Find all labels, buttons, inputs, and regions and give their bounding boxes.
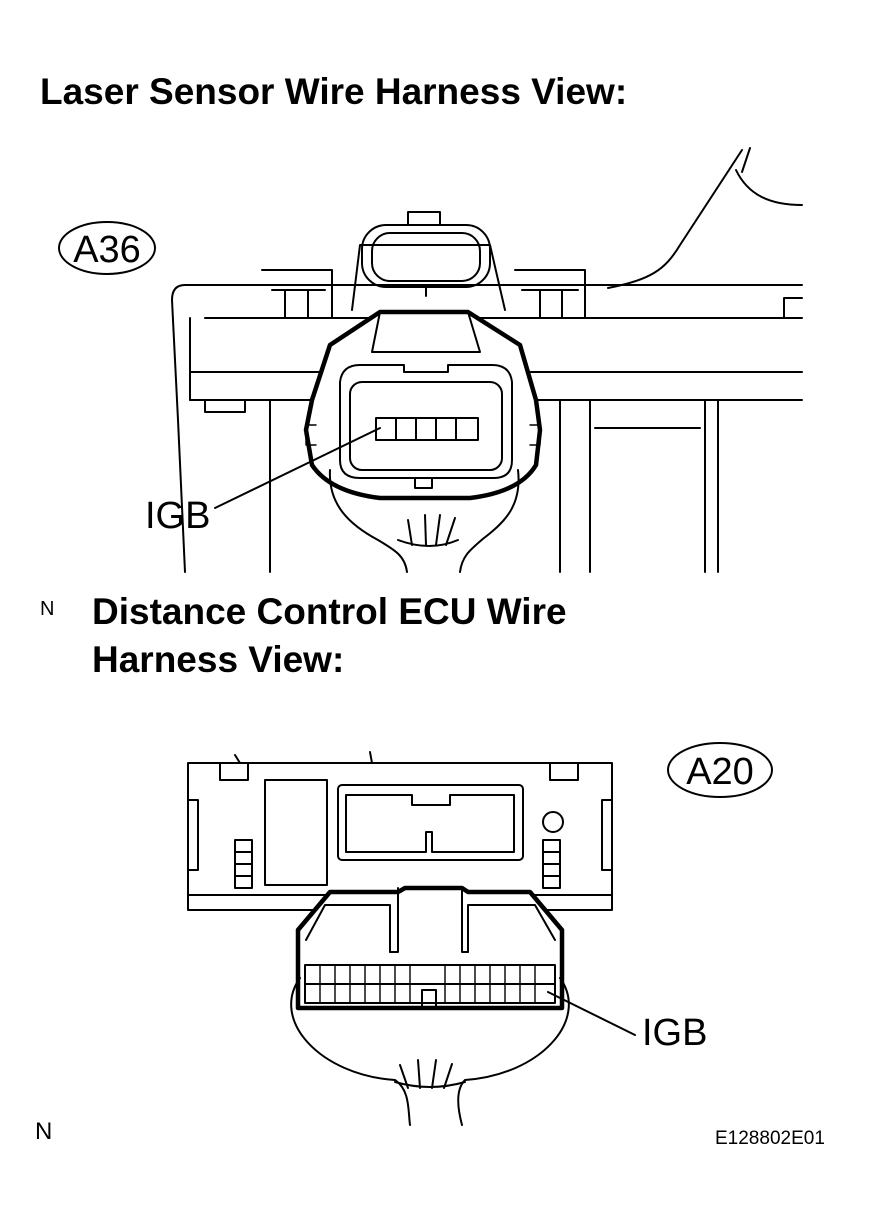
figure-id: E128802E01 (715, 1128, 825, 1149)
distance-ecu-igb-label: IGB (642, 1012, 707, 1054)
distance-ecu-title-line1: Distance Control ECU Wire (92, 591, 567, 632)
laser-sensor-drawing (58, 147, 803, 573)
distance-ecu-drawing (187, 742, 773, 1126)
distance-ecu-view-title: Distance Control ECU Wire Harness View: (92, 588, 567, 684)
footer-marker: N (35, 1118, 53, 1145)
distance-ecu-connector-code: A20 (686, 751, 754, 793)
laser-sensor-view-title: Laser Sensor Wire Harness View: (40, 71, 628, 112)
section-marker: N (40, 598, 55, 620)
distance-ecu-title-line2: Harness View: (92, 639, 345, 680)
laser-sensor-igb-label: IGB (145, 495, 210, 537)
laser-sensor-connector-code: A36 (73, 229, 141, 271)
